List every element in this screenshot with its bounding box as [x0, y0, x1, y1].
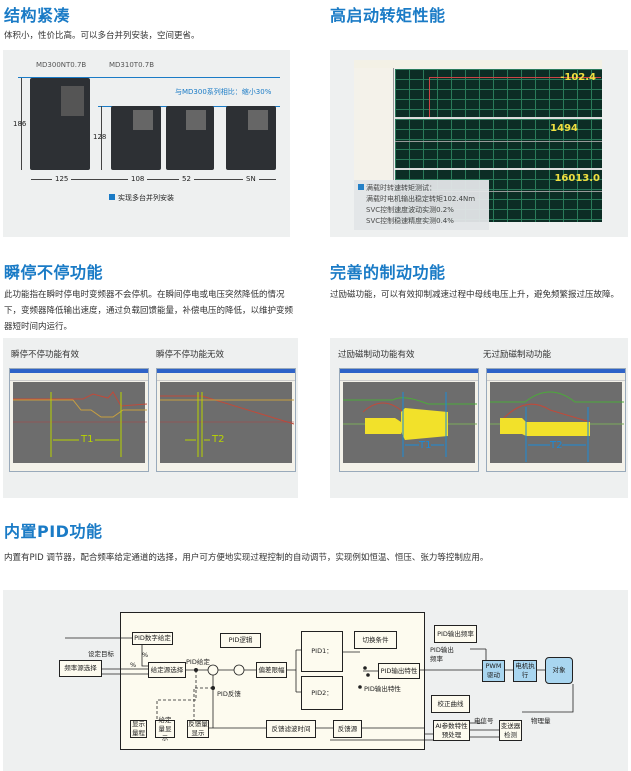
ridethrough-text: 此功能指在瞬时停电时变频器不会停机。在瞬间停电或电压突然降低的情况下，变频器降低…	[4, 290, 294, 332]
freq-source-block: 频率源选择	[59, 660, 102, 677]
pid2-block: PID2：	[301, 676, 343, 710]
section-title-braking: 完善的制动功能	[330, 263, 446, 282]
torque-readout: -102.4	[560, 72, 596, 83]
caption-title: 满载时转速转矩测试：	[366, 184, 436, 192]
section-title-pid: 内置PID功能	[4, 522, 103, 541]
caption-line: SVC控制稳速精度实测0.4%	[366, 217, 454, 225]
compact-caption: 实现多台并列安装	[118, 194, 174, 202]
caption-line: 满载时电机输出稳定转矩102.4Nm	[366, 195, 476, 203]
pct-label: %	[130, 661, 137, 669]
t1-label: T1	[419, 440, 432, 451]
device-small-1	[111, 106, 161, 170]
dim-52: 52	[179, 175, 194, 183]
compare-label: 与MD300系列相比：缩小30%	[175, 88, 272, 96]
dim-108: 108	[128, 175, 148, 183]
label-on: 过励磁制动功能有效	[338, 350, 415, 360]
output-frequency-label: PID输出频率	[430, 646, 454, 663]
braking-text: 过励磁功能，可以有效抑制减速过程中母线电压上升，避免频繁报过压故障。	[330, 290, 620, 300]
device-small-3	[226, 106, 276, 170]
section-title-torque: 高启动转矩性能	[330, 6, 446, 25]
output-characteristic-block: PID输出特性	[378, 663, 420, 679]
pid-logic-block: PID逻辑	[220, 633, 261, 648]
switch-condition-block: 切换条件	[354, 631, 397, 649]
scope-window-off: T2	[486, 368, 626, 472]
display-range-block: 显示量程	[130, 720, 147, 738]
dim-186: 186	[13, 120, 27, 128]
caption-marker-icon	[109, 194, 115, 200]
t1-label: T1	[79, 434, 96, 445]
physical-quantity-label: 物理量	[531, 717, 551, 725]
pid-text: 内置有PID 调节器，配合频率给定通道的选择，用户可方便地实现过程控制的自动调节…	[4, 553, 489, 563]
compact-text: 体积小，性价比高。可以多台并列安装，空间更省。	[4, 31, 200, 41]
label-off: 瞬停不停功能无效	[156, 350, 225, 360]
motor-block: 电机执行	[513, 660, 537, 682]
set-target-label: 设定目标	[88, 650, 114, 658]
t2-label: T2	[550, 440, 563, 451]
pid-digital-given-block: PID数字给定	[132, 632, 173, 645]
compact-figure: MD300NT0.7B MD310T0.7B 与MD300系列相比：缩小30% …	[3, 50, 290, 237]
ridethrough-figure: 瞬停不停功能有效 瞬停不停功能无效 T1 T2	[3, 338, 298, 498]
torque-figure: -102.4 1494 16013.0 满载时转速转矩测试： 满载时电机输出稳定…	[330, 50, 628, 237]
dim-sn: SN	[243, 175, 259, 183]
model2-label: MD310T0.7B	[109, 61, 155, 69]
given-source-block: 给定源选择	[148, 662, 186, 678]
dim-128: 128	[93, 133, 107, 141]
given-display-block: 给定量显示	[155, 716, 175, 742]
deviation-limit-block: 偏差限幅	[256, 662, 287, 678]
output-characteristic-label: PID输出特性	[364, 685, 401, 693]
ai-preprocess-block: AI参数特性预处理	[433, 720, 470, 741]
pid-feedback-label: PID反馈	[217, 690, 241, 698]
device-large	[30, 78, 90, 170]
pwm-drive-block: PWM驱动	[482, 660, 505, 682]
scope-window-on: T1	[339, 368, 479, 472]
t2-label: T2	[212, 434, 225, 445]
object-block: 对象	[545, 657, 573, 684]
section-title-compact: 结构紧凑	[4, 6, 71, 25]
braking-figure: 过励磁制动功能有效 无过励磁制动功能 T1 T2	[330, 338, 628, 498]
speed-readout: 1494	[550, 123, 578, 134]
pid-given-label: PID给定	[186, 658, 210, 666]
pid1-block: PID1：	[301, 631, 343, 672]
scope-toolbar	[354, 60, 602, 68]
device-small-2	[166, 106, 214, 170]
third-readout: 16013.0	[554, 173, 600, 184]
model1-label: MD300NT0.7B	[36, 61, 87, 69]
calibration-curve-block: 校正曲线	[431, 695, 470, 713]
output-frequency-block: PID输出频率	[434, 625, 477, 643]
electric-signal-label: 电信号	[474, 717, 494, 725]
transmitter-block: 变送器检测	[499, 720, 522, 741]
section-title-ridethrough: 瞬停不停功能	[4, 263, 104, 282]
scope-window-on: T1	[9, 368, 149, 472]
feedback-source-block: 反馈源	[333, 720, 362, 738]
label-on: 瞬停不停功能有效	[11, 350, 80, 360]
scope-window-off: T2	[156, 368, 296, 472]
dim-125: 125	[52, 175, 72, 183]
feedback-display-block: 反馈量显示	[187, 720, 209, 738]
caption-line: SVC控制速度波动实测0.2%	[366, 206, 454, 214]
torque-caption: 满载时转速转矩测试： 满载时电机输出稳定转矩102.4Nm SVC控制速度波动实…	[354, 180, 489, 230]
feedback-filter-block: 反馈滤波时间	[266, 720, 316, 738]
pct-label: %	[142, 651, 149, 659]
label-off: 无过励磁制动功能	[483, 350, 552, 360]
